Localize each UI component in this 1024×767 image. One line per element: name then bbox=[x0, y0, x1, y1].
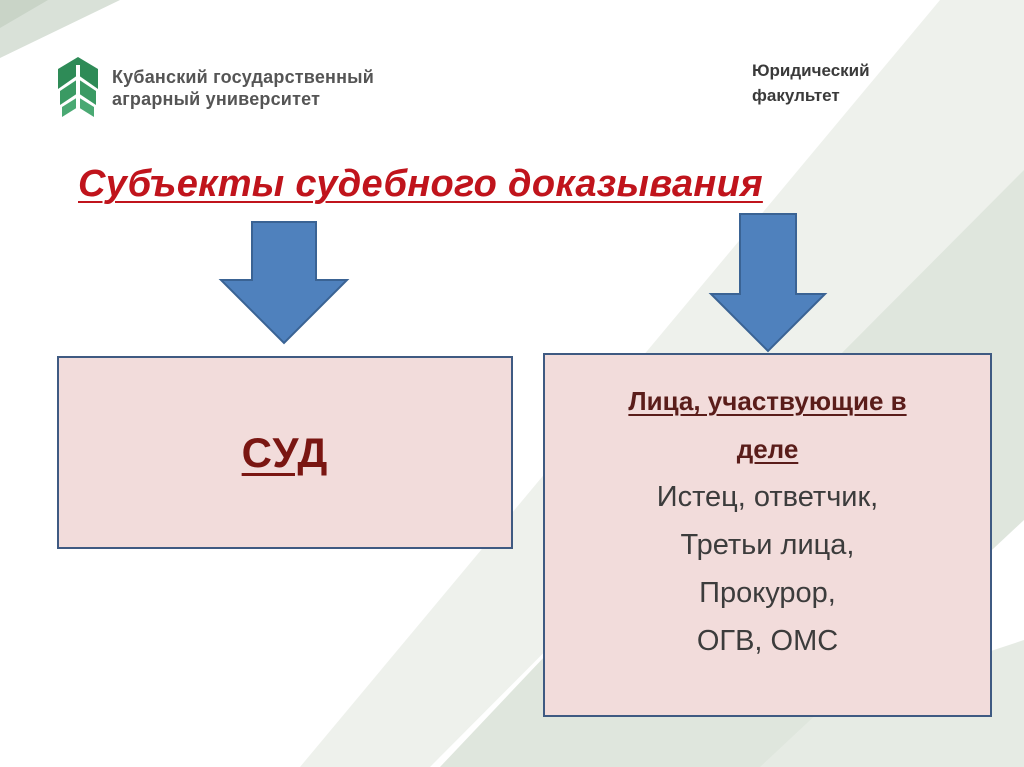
faculty-name-line2: факультет bbox=[752, 86, 840, 105]
participant-line: Истец, ответчик, bbox=[656, 481, 879, 513]
university-name: Кубанский государственный аграрный униве… bbox=[112, 66, 374, 110]
down-arrow-right-icon bbox=[708, 213, 828, 353]
faculty-name: Юридический факультет bbox=[752, 58, 870, 108]
participant-line: Прокурор, bbox=[699, 577, 836, 609]
court-label: СУД bbox=[241, 428, 329, 476]
participant-line: ОГВ, ОМС bbox=[696, 625, 839, 657]
participants-heading-line1: Лица, участвующие в bbox=[628, 386, 907, 416]
faculty-name-line1: Юридический bbox=[752, 61, 870, 80]
university-name-line1: Кубанский государственный bbox=[112, 67, 375, 87]
participants-box: Лица, участвующие в деле Истец, ответчик… bbox=[543, 353, 992, 717]
court-box: СУД bbox=[57, 356, 513, 549]
slide-title: Субъекты судебного доказывания bbox=[78, 163, 763, 205]
leaf-logo-icon bbox=[58, 57, 98, 125]
participant-line: Третьи лица, bbox=[680, 529, 855, 561]
participants-heading-line2: деле bbox=[736, 434, 799, 464]
down-arrow-left-icon bbox=[218, 221, 350, 345]
university-name-line2: аграрный университет bbox=[112, 89, 321, 109]
